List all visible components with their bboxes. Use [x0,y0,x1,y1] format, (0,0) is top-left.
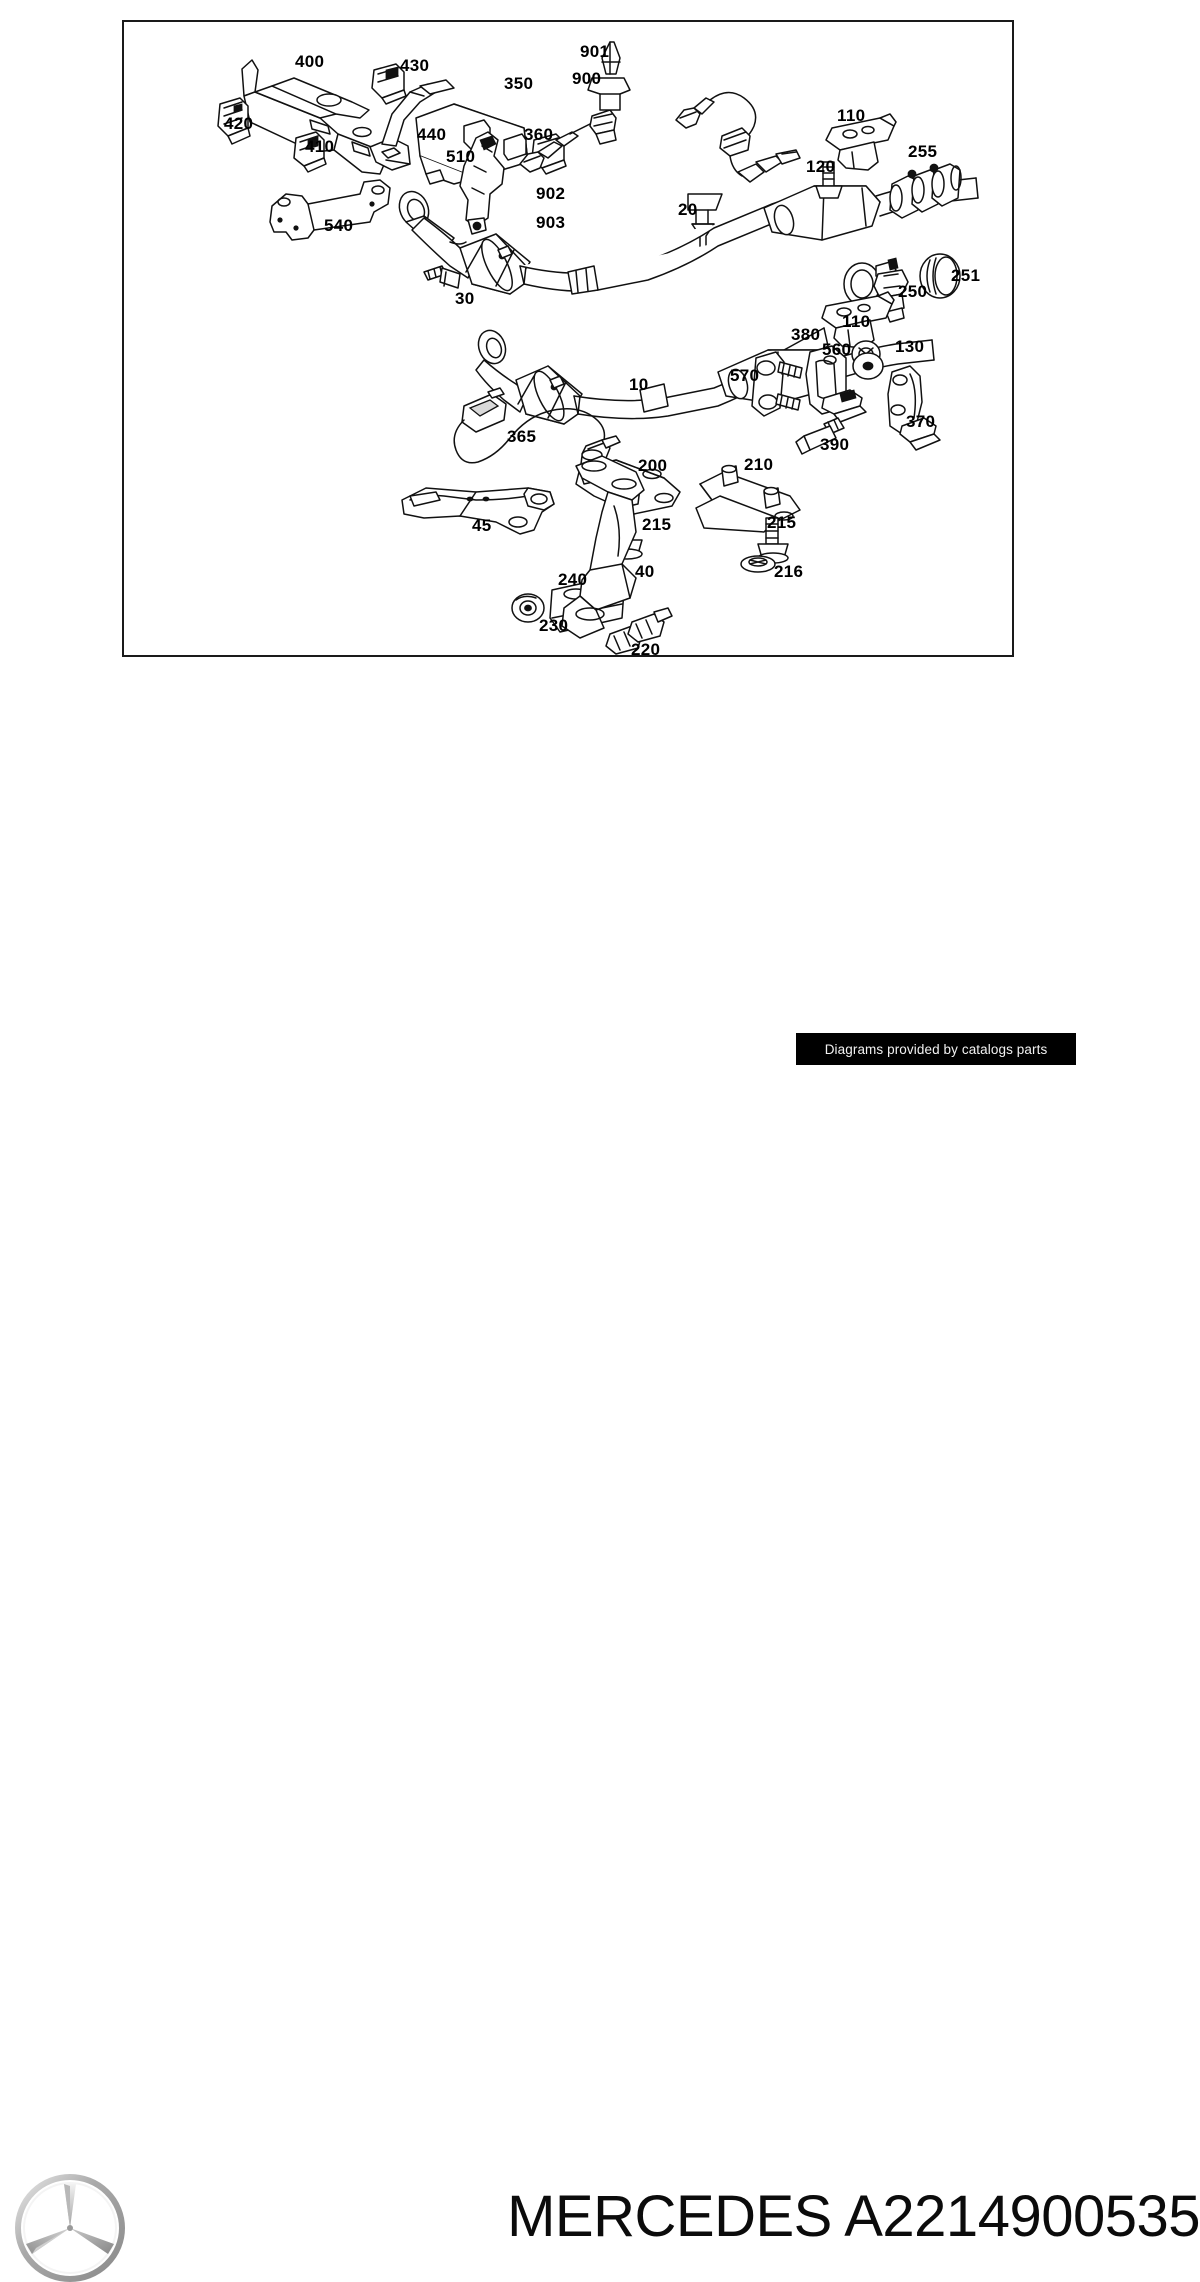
watermark-text: Diagrams provided by catalogs parts [824,1041,1048,1057]
callout-200: 200 [638,456,668,475]
part-240-grommet [511,593,545,623]
part-570-link-rod [751,351,803,417]
callout-400: 400 [295,52,325,71]
part-30-bolt [423,265,461,289]
part-380-hanger-arm [805,345,867,423]
callout-250: 250 [898,282,928,301]
callout-570: 570 [730,366,760,385]
callout-216: 216 [774,562,804,581]
part-540-bracket [269,179,391,241]
callout-410: 410 [305,137,335,156]
part-900-connector [587,77,631,111]
callout-40: 40 [635,562,655,581]
callout-130: 130 [895,337,925,356]
callout-903: 903 [536,213,566,232]
callout-240: 240 [558,570,588,589]
callout-350: 350 [504,74,534,93]
part-20-catalytic-converter-assembly [398,177,979,295]
part-390-bolt [795,417,845,455]
brand-footer: MERCEDES A2214900535 [0,1085,1200,2282]
part-410-clip [293,131,327,173]
watermark-banner: Diagrams provided by catalogs parts [796,1033,1076,1065]
callout-210: 210 [744,455,774,474]
part-120-bolt [815,161,843,199]
part-216-nut [740,555,776,573]
callout-540: 540 [324,216,354,235]
parts-diagram-frame: .s { fill:#ffffff; stroke:#111111; strok… [122,20,1014,659]
callout-110-upper: 110 [837,106,866,125]
callout-110-lower: 110 [842,312,871,331]
brand-part-number-line: MERCEDES A2214900535 [507,2184,1200,2249]
callout-120: 120 [806,157,836,176]
callout-230: 230 [539,616,569,635]
callout-365: 365 [507,427,537,446]
callout-20: 20 [678,200,698,219]
callout-390: 390 [820,435,850,454]
part-400-heat-shield-rail [241,59,529,185]
callout-380: 380 [791,325,821,344]
mercedes-star-icon [15,2174,125,2282]
callout-215-b: 215 [767,513,797,532]
part-510-bracket [459,131,505,235]
part-430-clip [371,63,407,105]
part-901-grommet [601,41,621,75]
callout-420: 420 [224,114,254,133]
part-220-clamps [605,607,673,655]
callout-510: 510 [446,147,476,166]
callout-215-a: 215 [642,515,672,534]
part-215-bolt-b [757,517,789,564]
part-370-hanger-bracket [887,365,941,451]
part-350-oxygen-sensor [519,109,617,173]
callout-440: 440 [417,125,447,144]
callout-255: 255 [908,142,938,161]
part-45-hanger-rail [401,487,555,535]
callout-360: 360 [524,125,554,144]
part-255-clamps [889,163,962,219]
callout-251: 251 [951,266,981,285]
callout-560: 560 [822,340,852,359]
part-210-mounting-plate [695,464,801,533]
exploded-parts-drawing: .s { fill:#ffffff; stroke:#111111; strok… [217,41,979,655]
part-420-clip [217,97,251,145]
part-251-seal-ring [919,253,961,299]
callout-430: 430 [400,56,430,75]
callout-10: 10 [629,375,649,394]
callout-902: 902 [536,184,566,203]
callout-45: 45 [472,516,492,535]
part-360-oxygen-sensor [675,91,801,183]
part-560-washer [852,352,884,380]
callout-900: 900 [572,69,602,88]
part-40-bracket-assembly [561,455,645,639]
callout-901: 901 [580,42,610,61]
part-110-bracket-upper [825,113,897,171]
callout-370: 370 [906,412,936,431]
callout-30: 30 [455,289,475,308]
callout-220: 220 [631,640,661,659]
